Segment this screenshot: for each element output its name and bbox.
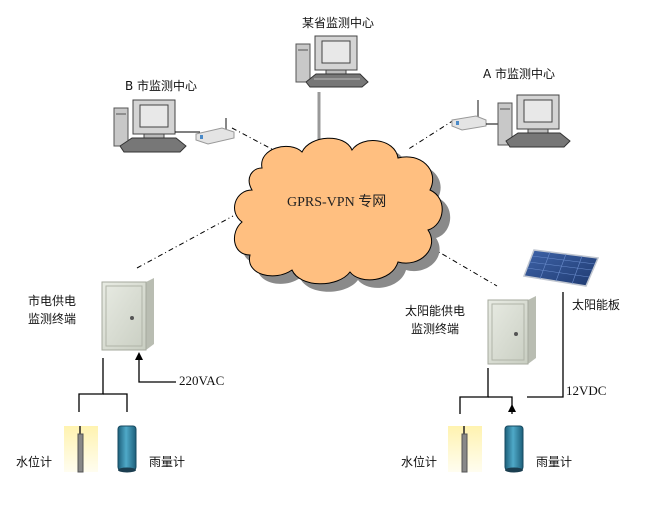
mains-water-level-sensor-icon xyxy=(64,426,98,473)
mains-terminal-label: 市电供电 监测终端 xyxy=(28,292,76,328)
mains-power-label: 220VAC xyxy=(179,373,225,388)
city-b-computer-icon xyxy=(113,99,187,153)
solar-water-level-label: 水位计 xyxy=(401,455,438,469)
mains-terminal-label-line1: 市电供电 xyxy=(28,294,77,308)
mains-terminal-label-line2: 监测终端 xyxy=(28,312,77,326)
solar-power-label: 12VDC xyxy=(566,383,607,398)
city-b-router-icon xyxy=(195,118,235,145)
mains-terminal-cabinet-icon xyxy=(101,278,154,351)
solar-water-level-sensor-icon xyxy=(448,426,482,473)
solar-panel-icon xyxy=(522,249,600,287)
solar-terminal-cabinet-icon xyxy=(487,296,536,365)
solar-rain-gauge-icon xyxy=(504,425,524,473)
solar-panel-label: 太阳能板 xyxy=(572,298,621,312)
solar-terminal-label: 太阳能供电 监测终端 xyxy=(405,302,465,338)
solar-power-arrow-icon xyxy=(508,404,516,412)
link-mains-terminal xyxy=(136,215,234,269)
mains-wiring xyxy=(78,358,176,412)
mains-water-level-label: 水位计 xyxy=(16,455,53,469)
link-city-a xyxy=(406,119,455,151)
link-solar-terminal xyxy=(431,247,498,287)
cloud-shape xyxy=(234,137,443,285)
city-a-computer-icon xyxy=(497,94,571,148)
city-a-router-icon xyxy=(451,100,487,131)
province-computer-icon xyxy=(295,35,369,88)
solar-terminal-label-line2: 监测终端 xyxy=(411,322,460,336)
mains-rain-gauge-label: 雨量计 xyxy=(149,455,186,469)
network-label: GPRS-VPN 专网 xyxy=(287,195,387,210)
mains-power-arrow-icon xyxy=(135,352,143,360)
city-b-center-label: B 市监测中心 xyxy=(125,79,198,93)
gprs-vpn-cloud xyxy=(234,137,451,292)
city-a-center-label: A 市监测中心 xyxy=(483,67,556,81)
mains-rain-gauge-icon xyxy=(117,425,137,473)
solar-rain-gauge-label: 雨量计 xyxy=(536,455,573,469)
solar-terminal-label-line1: 太阳能供电 xyxy=(405,304,466,318)
province-center-label: 某省监测中心 xyxy=(302,16,375,30)
